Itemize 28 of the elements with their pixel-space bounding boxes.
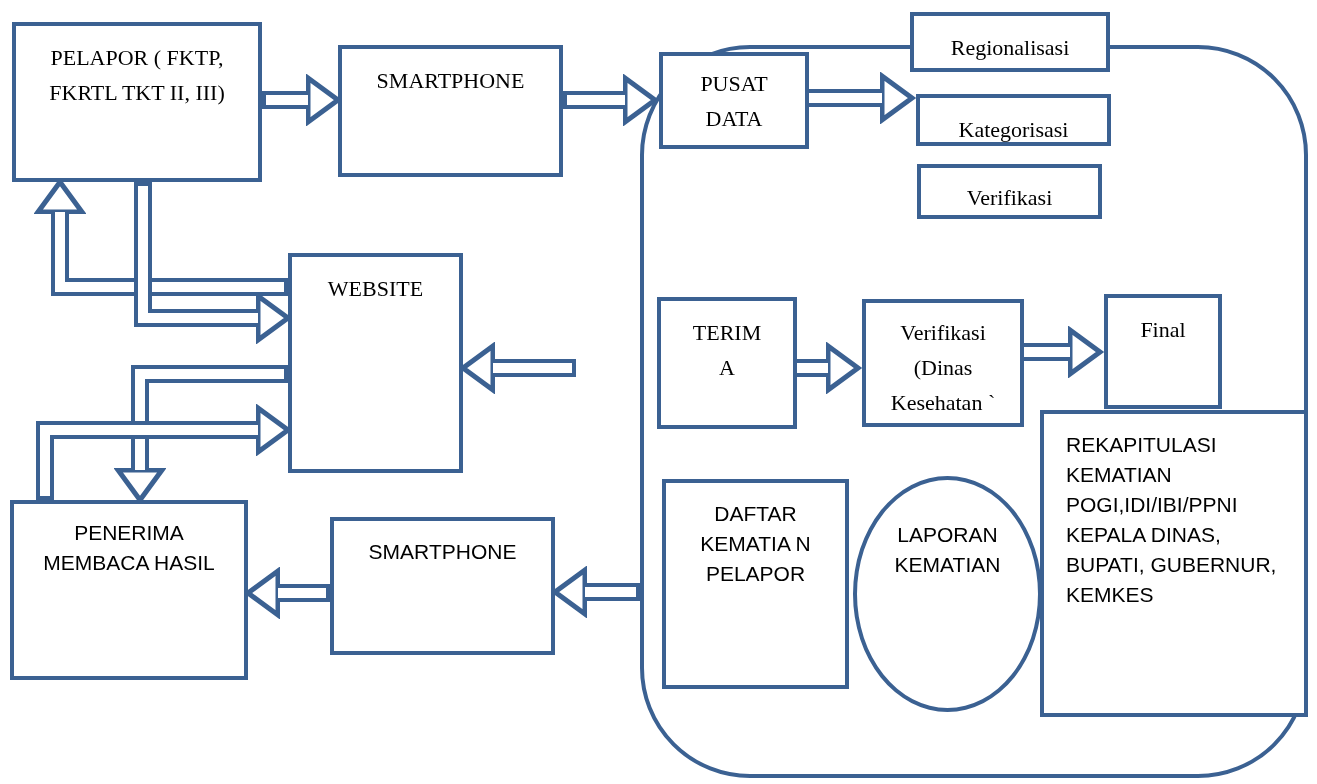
process-box (657, 297, 797, 429)
box-label: Kategorisasi (957, 116, 1070, 144)
process-box (862, 299, 1024, 427)
process-box (338, 45, 563, 177)
box-label: LAPORAN KEMATIAN (893, 522, 1002, 578)
box-label: PELAPOR ( FKTP, FKRTL TKT II, III) (48, 44, 226, 107)
box-label: SMARTPHONE (367, 539, 518, 565)
box-label: Verifikasi (965, 184, 1054, 212)
box-label: REKAPITULASI KEMATIAN POGI,IDI/IBI/PPNI KEPALA DINAS, BUPATI, GUBERNUR, KEMKES (1065, 432, 1278, 608)
process-box (659, 52, 809, 149)
process-box (662, 479, 849, 689)
process-box (1104, 294, 1222, 409)
box-label: Regionalisasi (949, 34, 1071, 62)
process-box (288, 253, 463, 473)
box-label: Verifikasi (Dinas Kesehatan ` (889, 319, 997, 417)
process-box (916, 94, 1111, 146)
box-label: DAFTAR KEMATIA N PELAPOR (699, 501, 812, 587)
process-box (330, 517, 555, 655)
box-label: TERIM A (691, 319, 763, 382)
process-box (910, 12, 1110, 72)
process-box (917, 164, 1102, 219)
box-label: Final (1139, 316, 1187, 344)
box-label: WEBSITE (326, 275, 425, 303)
box-label: PENERIMA MEMBACA HASIL (42, 520, 216, 576)
box-label: PUSAT DATA (699, 70, 769, 133)
process-box (12, 22, 262, 182)
box-label: SMARTPHONE (375, 67, 526, 95)
process-box (10, 500, 248, 680)
